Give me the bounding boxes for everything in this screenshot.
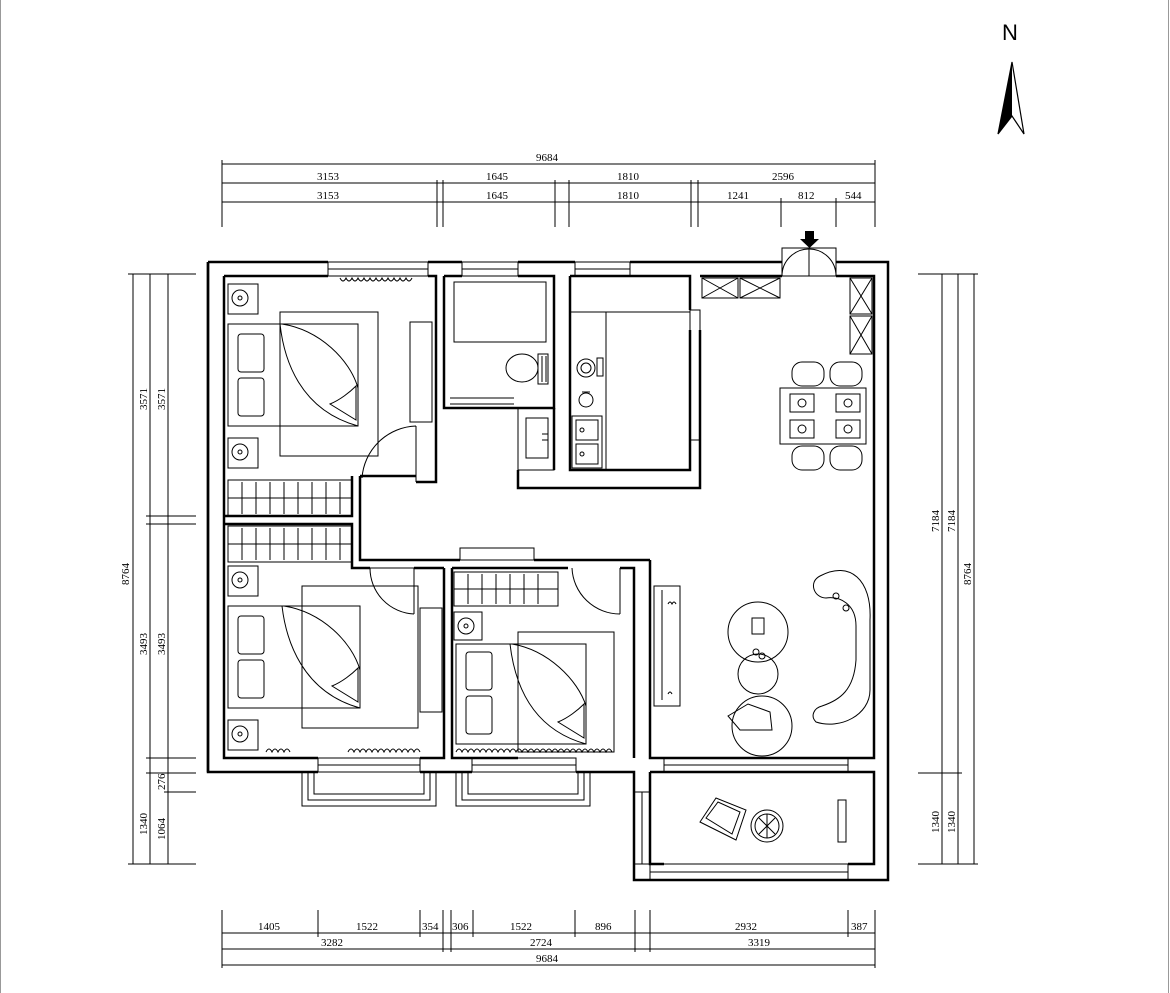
sink-icon [571, 415, 603, 469]
dim-top-1-c: 1810 [617, 171, 640, 183]
armchair-icon [727, 695, 793, 757]
tv-cabinet-1 [409, 321, 433, 423]
dim-bot-1-b: 1522 [356, 921, 378, 933]
dim-bot-total: 9684 [536, 953, 559, 965]
dim-left-outer-c: 1340 [138, 813, 150, 836]
dim-bot-2-c: 3319 [748, 937, 771, 949]
double-bed-icon [227, 323, 359, 427]
wardrobe-icon [227, 525, 353, 563]
dim-top-1-a: 3153 [317, 171, 340, 183]
dim-left-outer-b: 3493 [138, 633, 150, 656]
living-room [653, 570, 871, 757]
dim-left-outer-a: 3571 [138, 388, 150, 410]
bedroom-2 [227, 525, 443, 754]
dining-set-icon [701, 277, 873, 471]
dim-bot-1-a: 1405 [258, 921, 281, 933]
dim-top-1-b: 1645 [486, 171, 509, 183]
curtain-2 [265, 748, 421, 754]
kitchen [570, 311, 690, 470]
right-dimensions [918, 273, 978, 865]
sink-icon [517, 407, 555, 471]
bottom-dimensions [221, 910, 876, 968]
doors [361, 397, 621, 615]
double-bed-icon [227, 605, 361, 709]
shower [453, 281, 547, 343]
dim-top-2-a: 3153 [317, 190, 340, 202]
left-dimensions [128, 273, 196, 865]
dim-left-inner-c: 276 [156, 773, 168, 790]
dim-top-2-e: 812 [798, 190, 815, 202]
dim-top-2-b: 1645 [486, 190, 509, 202]
entrance-arrow-icon [800, 231, 819, 248]
wardrobe-icon [227, 479, 353, 517]
bedside-lamp-icon [227, 283, 259, 469]
armchair-icon [699, 797, 747, 841]
bedside-lamp-icon [453, 611, 483, 641]
dim-bot-1-h: 387 [851, 921, 868, 933]
dim-bot-1-c: 354 [422, 921, 439, 933]
tv-cabinet-2 [419, 607, 443, 713]
north-arrow: N [997, 20, 1025, 135]
bathroom [453, 281, 555, 471]
dim-bot-2-a: 3282 [321, 937, 343, 949]
bed-1-base [279, 311, 379, 457]
dim-top-2-d: 1241 [727, 190, 749, 202]
double-bed-icon [455, 643, 587, 745]
windows [301, 261, 849, 881]
wardrobe-icon [453, 571, 559, 607]
left-dimension-labels: 8764 3571 3493 1340 3571 3493 276 1064 [120, 388, 168, 840]
right-dimension-labels: 7184 1340 7184 1340 8764 [930, 510, 974, 834]
entrance-door [781, 247, 837, 277]
dim-left-total: 8764 [120, 563, 132, 586]
top-dimensions [221, 160, 876, 227]
bed-2-base [301, 585, 419, 729]
north-arrow-icon [997, 61, 1025, 135]
bedside-lamp-icon [227, 565, 259, 751]
dim-bot-2-b: 2724 [530, 937, 553, 949]
balcony [699, 797, 847, 843]
curtain-3 [455, 748, 613, 754]
bedroom-1 [227, 276, 433, 517]
dim-left-inner-a: 3571 [156, 388, 168, 410]
dim-bot-1-e: 1522 [510, 921, 532, 933]
dim-right-2-b: 1340 [946, 811, 958, 834]
bedroom-3 [453, 571, 615, 754]
bottom-dimension-labels: 1405 1522 354 306 1522 896 2932 387 3282… [258, 921, 868, 965]
dim-left-inner-b: 3493 [156, 633, 168, 656]
bed-3-base [517, 631, 615, 753]
dim-right-total: 8764 [962, 563, 974, 586]
sofa-icon [812, 570, 871, 725]
toilet-icon [505, 353, 549, 385]
top-dimension-labels: 9684 3153 1645 1810 2596 3153 1645 1810 … [317, 152, 862, 202]
dim-right-2-a: 7184 [946, 510, 958, 533]
gas-stove-icon [576, 357, 604, 408]
dim-bot-1-d: 306 [452, 921, 469, 933]
dim-bot-1-g: 2932 [735, 921, 757, 933]
dim-right-1-a: 7184 [930, 510, 942, 533]
coffee-table [727, 601, 789, 663]
dim-top-total: 9684 [536, 152, 559, 164]
dim-top-2-f: 544 [845, 190, 862, 202]
dim-left-inner-d: 1064 [156, 818, 168, 841]
dim-top-2-c: 1810 [617, 190, 640, 202]
potted-plant-icon [750, 809, 784, 843]
dim-top-1-d: 2596 [772, 171, 795, 183]
dim-right-1-b: 1340 [930, 811, 942, 834]
dim-bot-1-f: 896 [595, 921, 612, 933]
north-label: N [1002, 20, 1018, 45]
tv-unit [653, 585, 681, 707]
curtain-1 [339, 276, 413, 282]
